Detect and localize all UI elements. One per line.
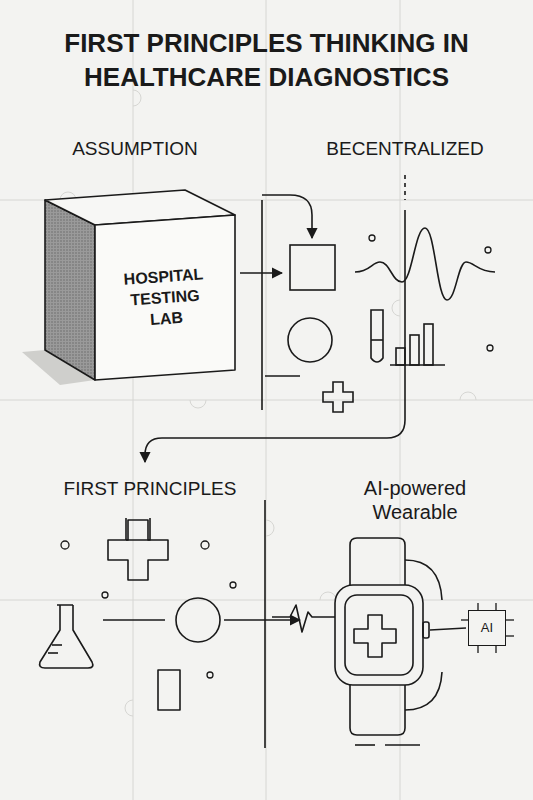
smartwatch bbox=[335, 538, 466, 735]
node-label: AI bbox=[481, 620, 493, 637]
section-heading: BECENTRALIZED bbox=[295, 138, 515, 161]
title: FIRST PRINCIPLES THINKING IN HEALTHCARE … bbox=[31, 26, 502, 94]
cube bbox=[22, 190, 235, 385]
section-heading: FIRST PRINCIPLES bbox=[40, 478, 260, 501]
chip-pins bbox=[461, 603, 514, 653]
node-label: HOSPITAL TESTING LAB bbox=[115, 264, 215, 333]
section-heading: ASSUMPTION bbox=[35, 138, 235, 161]
ai-chip: AI bbox=[468, 610, 506, 646]
dots bbox=[61, 235, 493, 678]
lab-cube-face: HOSPITAL TESTING LAB bbox=[97, 222, 233, 374]
decentral-icons bbox=[145, 175, 495, 462]
section-heading: AI-powered Wearable bbox=[350, 476, 480, 524]
